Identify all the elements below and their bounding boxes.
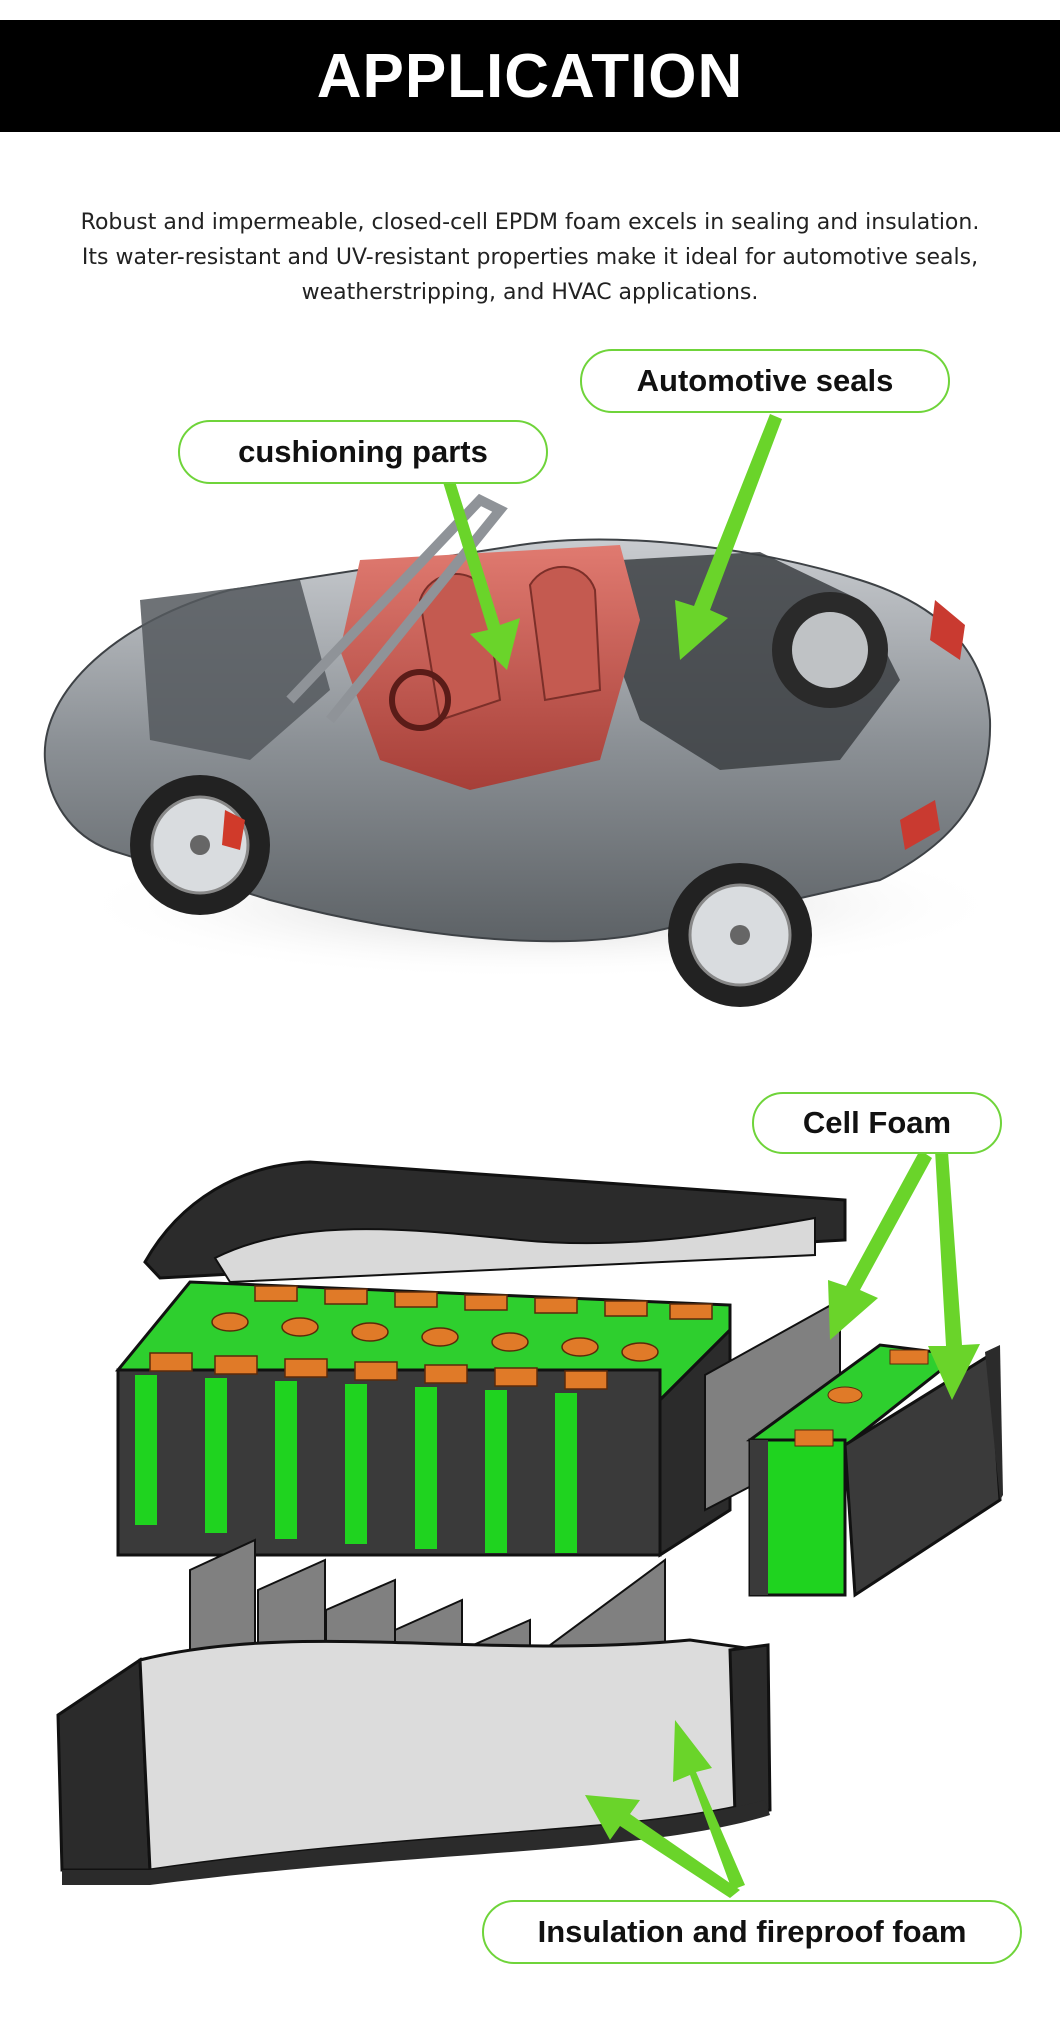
intro-line-3: weatherstripping, and HVAC applications. — [301, 280, 759, 305]
label-insulation-fireproof-foam: Insulation and fireproof foam — [482, 1900, 1022, 1964]
battery-top-cover — [143, 1160, 847, 1284]
arrow-automotive — [675, 414, 782, 660]
arrow-insulation-2 — [673, 1720, 745, 1890]
arrow-cushioning — [443, 478, 520, 670]
front-engine-parts — [140, 580, 330, 760]
windshield-frame — [286, 493, 508, 724]
intro-line-2: Its water-resistant and UV-resistant pro… — [81, 245, 979, 270]
cell-stripes — [135, 1375, 577, 1553]
side-cell — [746, 1343, 964, 1597]
label-automotive-seals: Automotive seals — [580, 349, 950, 413]
page-title: APPLICATION — [316, 41, 744, 111]
arrow-cell-foam-2 — [928, 1150, 980, 1400]
label-cell-foam: Cell Foam — [752, 1092, 1002, 1154]
brake-caliper — [222, 810, 245, 850]
car-seat-right — [528, 565, 602, 702]
intro-line-1: Robust and impermeable, closed-cell EPDM… — [80, 210, 980, 235]
intro-paragraph: Robust and impermeable, closed-cell EPDM… — [20, 205, 1040, 310]
label-cushioning-parts: cushioning parts — [178, 420, 548, 484]
title-banner: APPLICATION — [0, 20, 1060, 132]
rear-wheel — [668, 863, 812, 1007]
arrow-insulation-1 — [585, 1795, 740, 1898]
tail-light — [930, 600, 965, 660]
car-illustration — [43, 414, 1010, 1007]
rear-wheel-far — [772, 592, 888, 708]
cell-terminals — [149, 1285, 713, 1390]
steering-wheel — [389, 669, 451, 731]
arrow-cell-foam-1 — [828, 1150, 932, 1340]
tail-light-lower — [900, 800, 940, 850]
side-end-plate — [843, 1345, 1003, 1598]
front-wheel — [130, 775, 270, 915]
